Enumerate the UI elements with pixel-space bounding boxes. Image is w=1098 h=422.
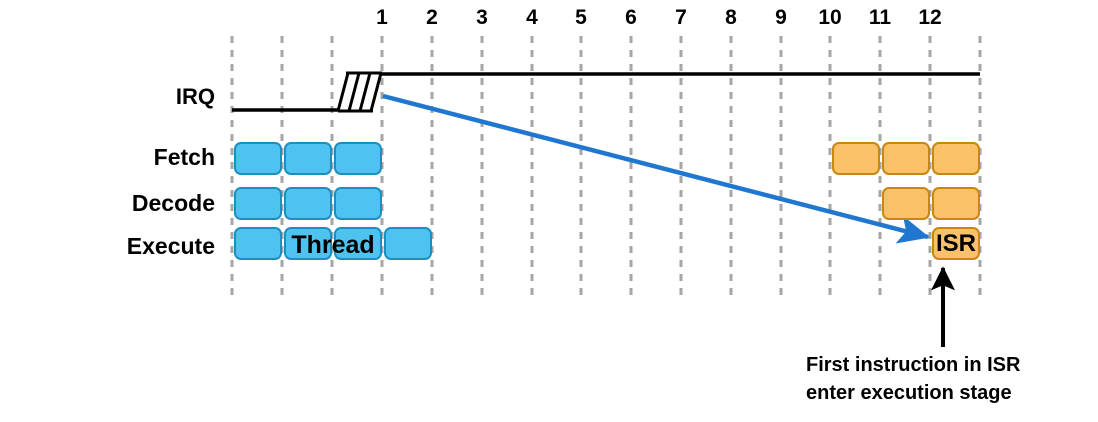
- cycle-gridlines: [230, 36, 982, 300]
- cycle-tick-8: 8: [725, 6, 737, 29]
- cycle-tick-2: 2: [426, 6, 438, 29]
- cycle-tick-3: 3: [476, 6, 488, 29]
- cycle-tick-12: 12: [918, 6, 942, 29]
- row-label-decode: Decode: [131, 190, 215, 216]
- decode-isr-stage-box: [882, 187, 930, 220]
- decode-thread-stage-box: [284, 187, 332, 220]
- execute-thread-stage-box: [384, 227, 432, 260]
- fetch-thread-stage-box: [284, 142, 332, 175]
- hatch-stroke: [369, 72, 383, 112]
- cycle-tick-7: 7: [675, 6, 687, 29]
- execute-thread-stage-box: [284, 227, 332, 260]
- hatch-stroke: [358, 72, 372, 112]
- cycle-tick-4: 4: [526, 6, 538, 29]
- fetch-isr-stage-box: [832, 142, 880, 175]
- decode-isr-stage-box: [932, 187, 980, 220]
- decode-thread-stage-box: [334, 187, 382, 220]
- cycle-tick-5: 5: [575, 6, 587, 29]
- irq-to-isr-arrow: [382, 93, 930, 244]
- callout-caption-line1: First instruction in ISR: [806, 354, 1021, 376]
- fetch-thread-stage-box: [234, 142, 282, 175]
- execute-thread-stage-box: [334, 227, 382, 260]
- hatch-stroke: [336, 72, 350, 112]
- row-label-irq: IRQ: [175, 84, 215, 109]
- irq-rise-hatch: [336, 71, 383, 113]
- callout-caption-line2: enter execution stage: [806, 382, 1012, 404]
- fetch-isr-stage-box: [882, 142, 930, 175]
- decode-thread-stage-box: [234, 187, 282, 220]
- cycle-tick-9: 9: [775, 6, 787, 29]
- execute-thread-stage-box: [234, 227, 282, 260]
- irq-waveform: [232, 71, 980, 113]
- row-label-fetch: Fetch: [153, 144, 215, 170]
- cycle-tick-11: 11: [868, 6, 892, 29]
- row-label-execute: Execute: [126, 233, 215, 259]
- cycle-tick-1: 1: [376, 6, 388, 29]
- fetch-thread-stage-box: [334, 142, 382, 175]
- hatch-stroke: [347, 72, 361, 112]
- fetch-isr-stage-box: [932, 142, 980, 175]
- execute-isr-stage-box: ISR: [932, 227, 980, 260]
- cycle-tick-6: 6: [625, 6, 637, 29]
- cycle-tick-10: 10: [818, 6, 842, 29]
